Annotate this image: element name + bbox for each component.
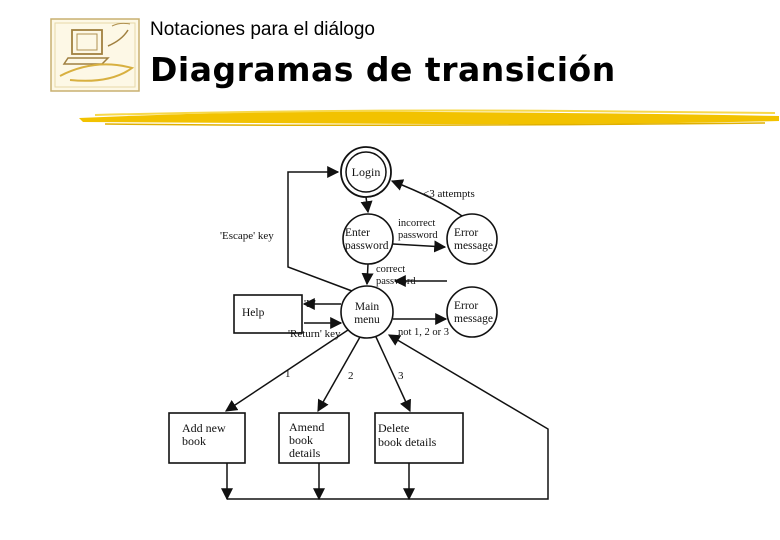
- node-error2-label-2: message: [454, 313, 493, 325]
- edge-label-attempts: <3 attempts: [423, 188, 475, 200]
- node-amend-label-3: details: [289, 446, 321, 460]
- node-help: Help: [233, 294, 303, 334]
- node-delete-label-1: Delete: [378, 421, 409, 435]
- edge-enter-error1: [392, 240, 447, 253]
- node-enter-password-label-1: Enter: [345, 227, 370, 239]
- edge-error1-login: [390, 179, 463, 217]
- node-error-message-2: Error message: [446, 286, 498, 338]
- edge-menu-add: [225, 329, 349, 412]
- edge-label-1: 1: [285, 368, 291, 380]
- node-amend-label-2: book: [289, 433, 313, 447]
- edge-login-enter: [360, 196, 373, 214]
- node-add-new-book: Add new book: [168, 412, 246, 464]
- node-enter-password: Enter password: [342, 213, 394, 265]
- edge-label-escape: 'Escape' key: [220, 230, 274, 242]
- edge-label-2: 2: [348, 370, 354, 382]
- edge-return-loop: [227, 334, 549, 500]
- edge-label-correct-2: password: [376, 276, 416, 287]
- edge-enter-menu: [361, 263, 374, 286]
- node-error1-label-1: Error: [454, 227, 478, 239]
- node-main-menu: Main menu: [340, 285, 394, 339]
- node-error-message-1: Error message: [446, 213, 498, 265]
- transition-diagram-svg: Login Enter password Error message Main …: [168, 146, 549, 501]
- edge-label-incorrect-1: incorrect: [398, 218, 435, 229]
- node-help-label: Help: [242, 307, 265, 319]
- edge-menu-delete: [375, 336, 411, 413]
- edge-menu-amend: [317, 336, 361, 413]
- slide-title: Diagramas de transición: [150, 50, 616, 89]
- computer-sketch-icon: [50, 18, 140, 92]
- node-delete-book-details: Delete book details: [374, 412, 464, 464]
- node-error1-label-2: message: [454, 240, 493, 252]
- edge-label-return: 'Return' key: [288, 328, 341, 340]
- node-add-label-2: book: [182, 434, 206, 448]
- node-main-menu-label-2: menu: [354, 314, 380, 326]
- edge-label-not-123: not 1, 2 or 3: [398, 327, 449, 338]
- node-error2-label-1: Error: [454, 300, 478, 312]
- edge-escape-loop: [287, 166, 353, 292]
- edge-label-h: 'H': [304, 298, 316, 310]
- node-main-menu-label-1: Main: [355, 301, 380, 313]
- title-underline: [75, 104, 780, 130]
- node-amend-book-details: Amend book details: [278, 412, 350, 464]
- node-delete-label-2: book details: [378, 435, 437, 449]
- edge-label-3: 3: [398, 370, 404, 382]
- node-add-label-1: Add new: [182, 421, 226, 435]
- slide-subtitle: Notaciones para el diálogo: [150, 19, 375, 40]
- node-login: Login: [340, 146, 392, 198]
- node-amend-label-1: Amend: [289, 420, 324, 434]
- edge-label-incorrect-2: password: [398, 230, 438, 241]
- transition-diagram: Login Enter password Error message Main …: [148, 139, 558, 511]
- logo: [50, 18, 140, 92]
- edge-label-correct-1: correct: [376, 264, 405, 275]
- node-login-label: Login: [352, 165, 381, 179]
- node-enter-password-label-2: password: [345, 240, 389, 252]
